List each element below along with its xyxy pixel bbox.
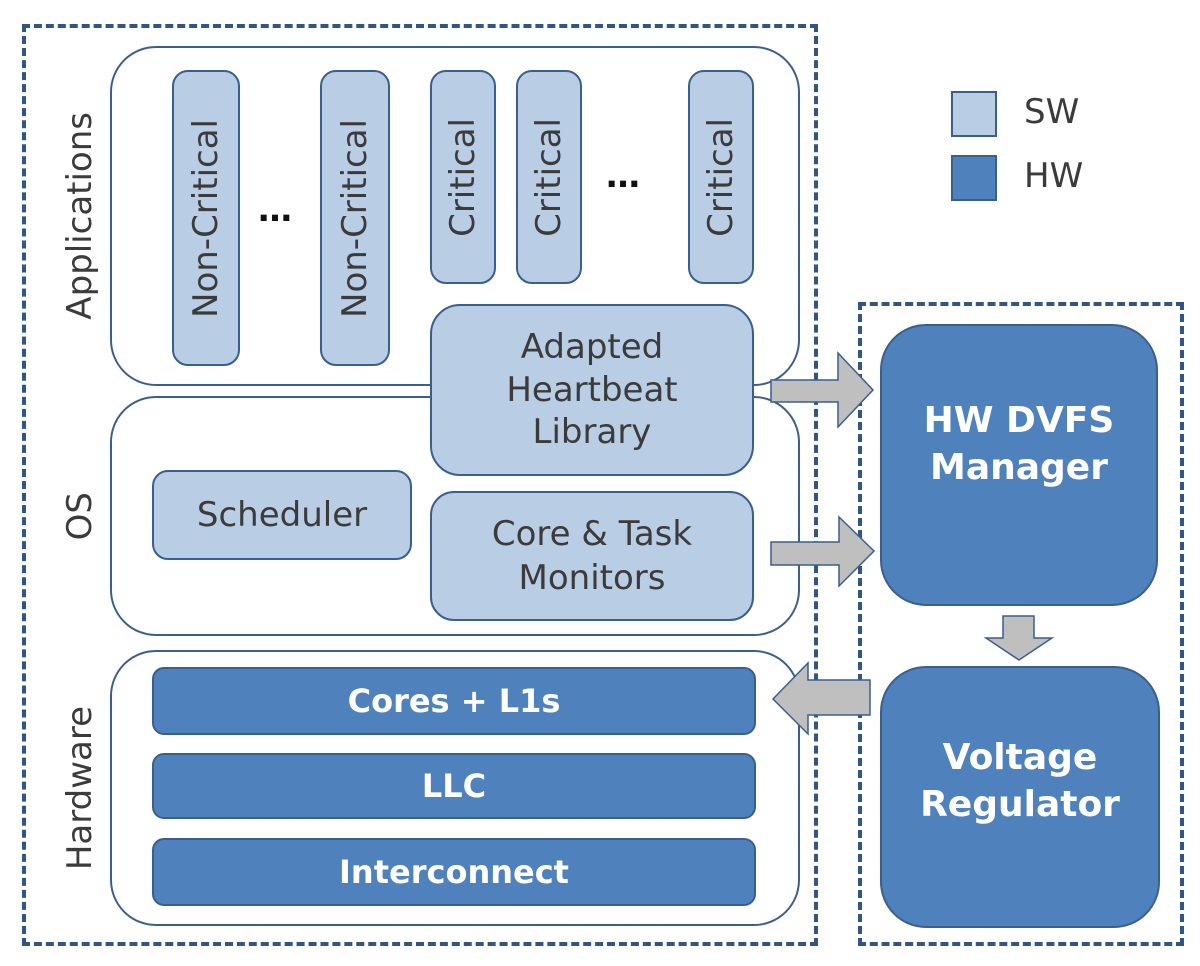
controller-boundary (858, 302, 1184, 946)
legend-label-sw: SW (1024, 92, 1080, 132)
legend-label-hw: HW (1024, 156, 1084, 196)
arrow-monitors-to-dvfs-shape (770, 515, 876, 588)
app-critical-2: Critical (516, 70, 582, 284)
app-non-critical-1: Non-Critical (172, 70, 240, 366)
arrow-heartbeat-to-dvfs (770, 351, 875, 429)
legend-swatch-hw (951, 155, 997, 201)
arrow-dvfs-to-regulator-shape (983, 615, 1055, 661)
app-critical-3: Critical (688, 70, 754, 284)
arrow-regulator-to-cores-shape (771, 661, 871, 736)
system-boundary (22, 24, 818, 946)
os-layer-label: OS (60, 491, 100, 541)
legend-swatch-sw (951, 91, 997, 137)
core-task-monitors: Core & Task Monitors (430, 491, 754, 621)
hw-llc: LLC (152, 753, 756, 819)
hw-cores-l1s: Cores + L1s (152, 667, 756, 735)
apps-ellipsis-2: … (606, 156, 642, 196)
arrow-regulator-to-cores (771, 661, 871, 736)
heartbeat-library: Adapted Heartbeat Library (430, 304, 754, 476)
apps-ellipsis-1: … (258, 190, 294, 230)
arrow-monitors-to-dvfs (770, 515, 876, 588)
hardware-layer-label: Hardware (60, 705, 100, 871)
hw-dvfs-manager: HW DVFS Manager (880, 324, 1158, 606)
applications-layer-label: Applications (60, 112, 100, 320)
arrow-dvfs-to-regulator (983, 615, 1055, 661)
voltage-regulator: Voltage Regulator (880, 666, 1160, 928)
hw-interconnect: Interconnect (152, 838, 756, 906)
arrow-heartbeat-to-dvfs-shape (770, 351, 875, 429)
app-critical-1: Critical (430, 70, 496, 284)
scheduler: Scheduler (152, 470, 412, 560)
app-non-critical-2: Non-Critical (320, 70, 390, 366)
